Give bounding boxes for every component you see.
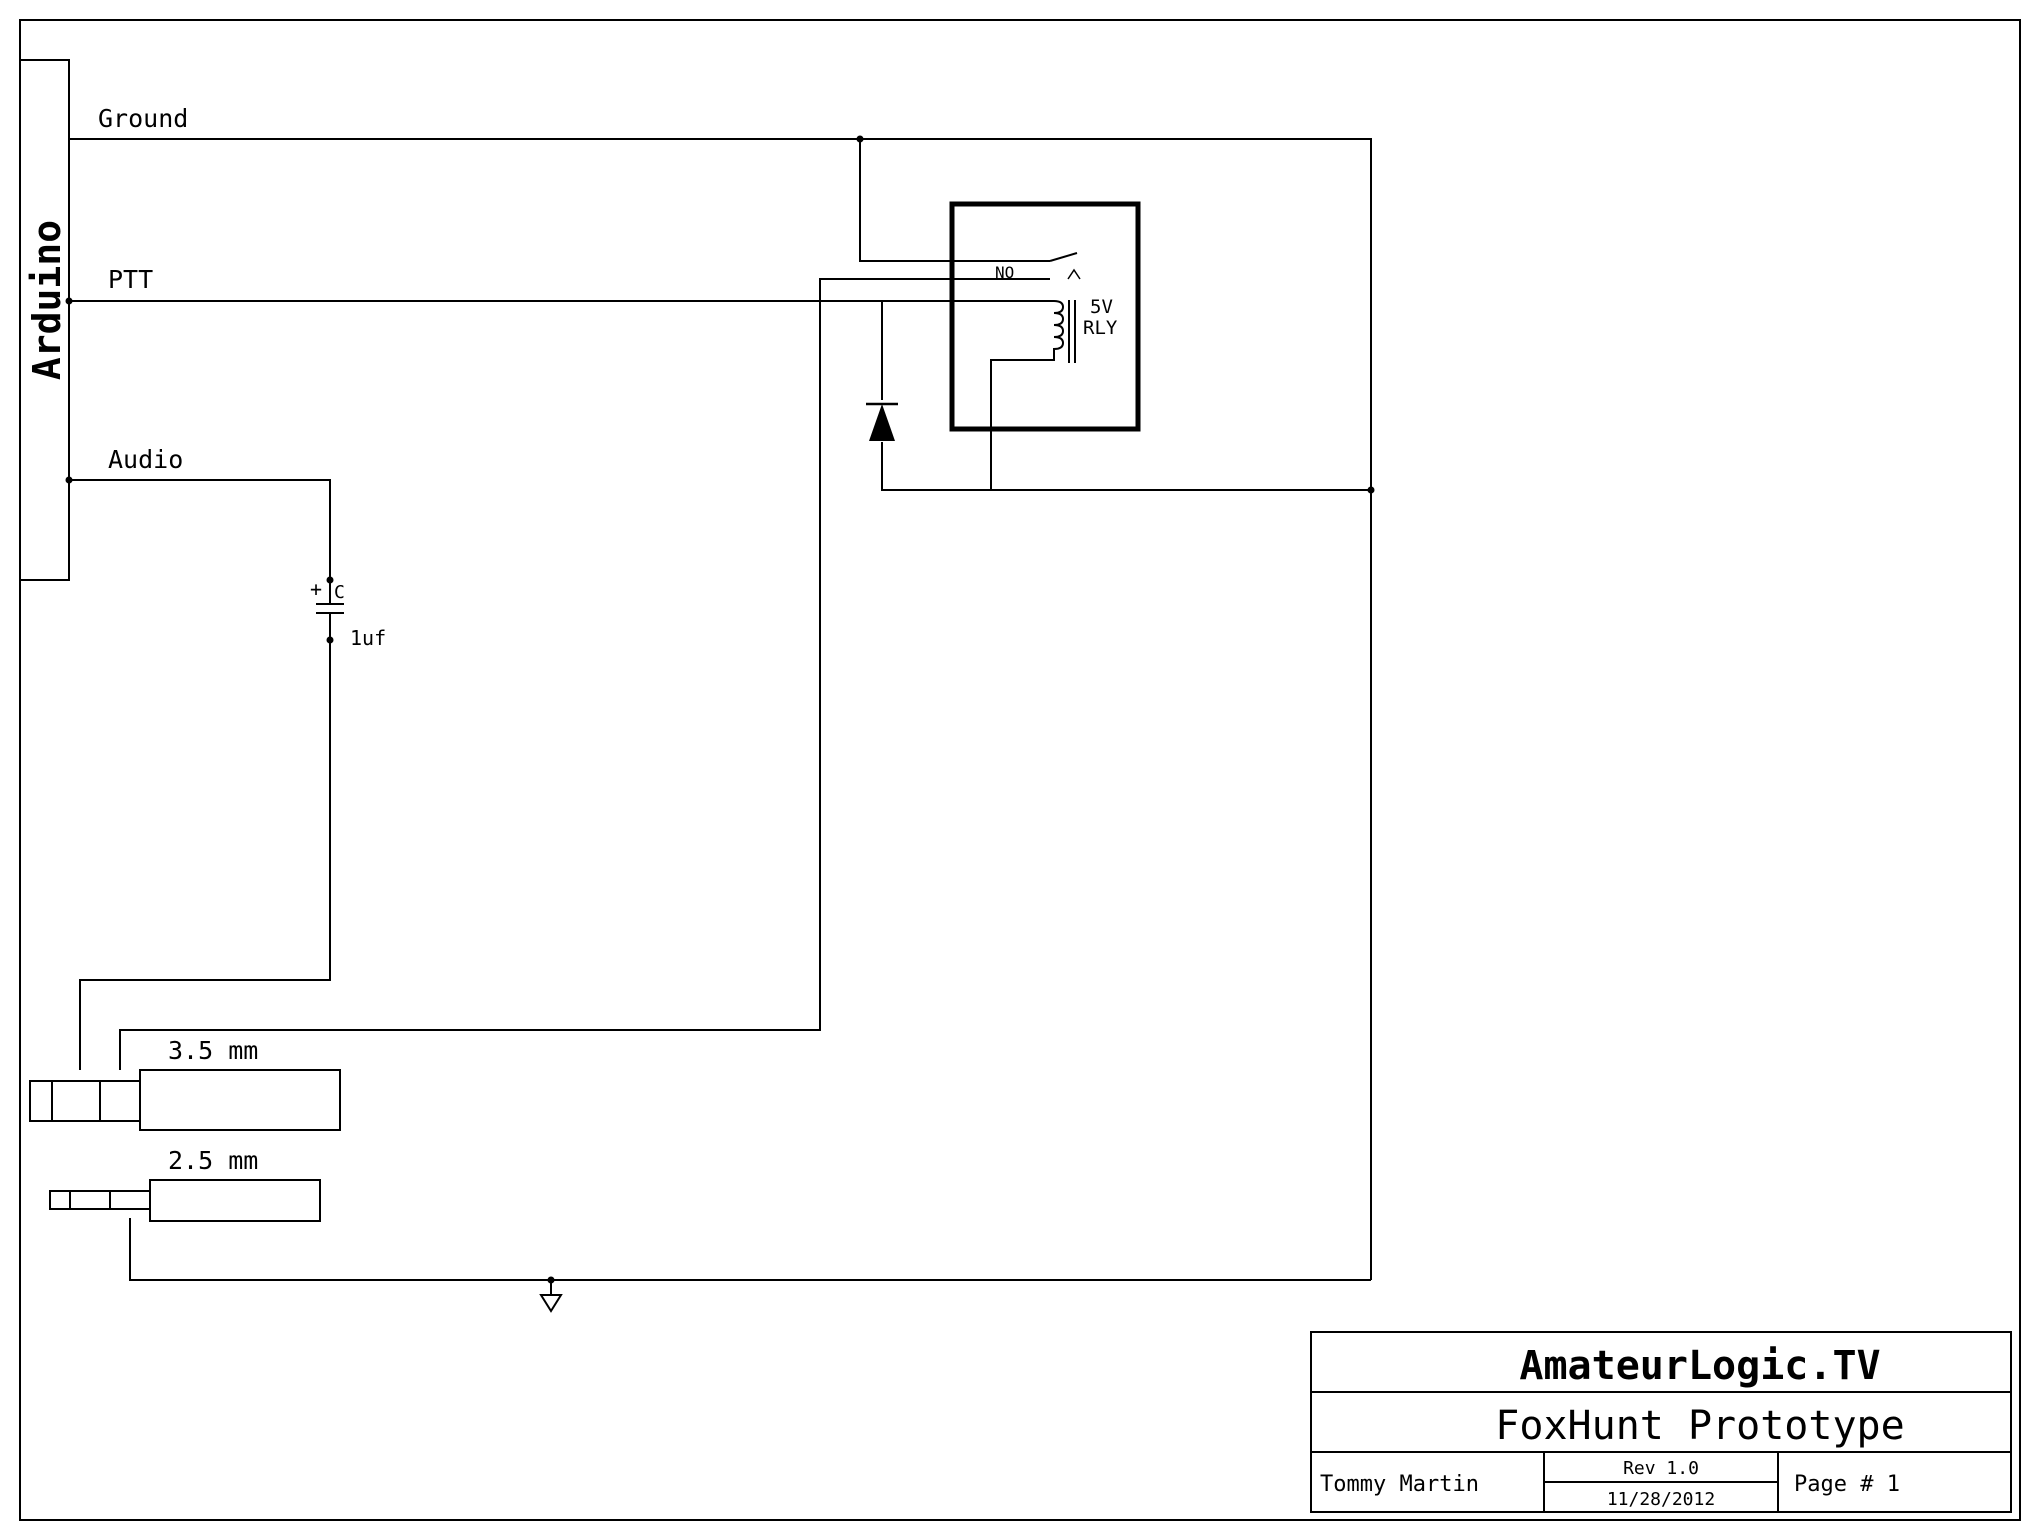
ground-symbol bbox=[539, 1280, 563, 1313]
relay-voltage: 5V bbox=[1090, 296, 1113, 318]
ground-junction-dot bbox=[1367, 486, 1375, 494]
ground-junction-dot bbox=[856, 135, 864, 143]
audio-junction-dot bbox=[65, 476, 73, 484]
title-block: AmateurLogic.TV FoxHunt Prototype Tommy … bbox=[1310, 1331, 2012, 1513]
ground-net-wire bbox=[69, 138, 1372, 1281]
ptt-net-wire bbox=[69, 278, 1050, 1070]
relay-label: RLY bbox=[1083, 317, 1118, 339]
title-company: AmateurLogic.TV bbox=[1519, 1343, 1880, 1389]
audio-jack-2-5mm bbox=[49, 1179, 321, 1222]
flyback-diode bbox=[866, 402, 898, 441]
relay-box bbox=[949, 201, 1141, 432]
audio-jack-3-5mm bbox=[29, 1069, 341, 1131]
capacitor-designator: C bbox=[334, 582, 345, 603]
relay-contact-label: NO bbox=[995, 263, 1014, 282]
audio-net-wire bbox=[69, 479, 331, 1070]
title-revision: Rev 1.0 bbox=[1623, 1458, 1699, 1479]
capacitor-value: 1uf bbox=[350, 626, 386, 650]
jack-2-5mm-label: 2.5 mm bbox=[168, 1146, 258, 1175]
arduino-label: Arduino bbox=[25, 220, 69, 380]
arduino-header-box bbox=[19, 59, 70, 581]
ptt-net-label: PTT bbox=[108, 265, 153, 294]
capacitor-polarity: + bbox=[310, 577, 322, 601]
title-author: Tommy Martin bbox=[1320, 1472, 1479, 1497]
title-project: FoxHunt Prototype bbox=[1495, 1403, 1904, 1449]
jack-3-5mm-label: 3.5 mm bbox=[168, 1036, 258, 1065]
ptt-junction-dot bbox=[65, 297, 73, 305]
ground-net-label: Ground bbox=[98, 104, 188, 133]
arduino-module: Arduino bbox=[19, 59, 70, 581]
capacitor-c1: + C 1uf bbox=[310, 576, 386, 650]
audio-net-label: Audio bbox=[108, 445, 183, 474]
sheet-border bbox=[19, 19, 2021, 1521]
title-page-number: Page # 1 bbox=[1794, 1472, 1900, 1497]
relay-k1: NO 5V RLY bbox=[949, 201, 1141, 432]
title-date: 11/28/2012 bbox=[1607, 1489, 1715, 1510]
